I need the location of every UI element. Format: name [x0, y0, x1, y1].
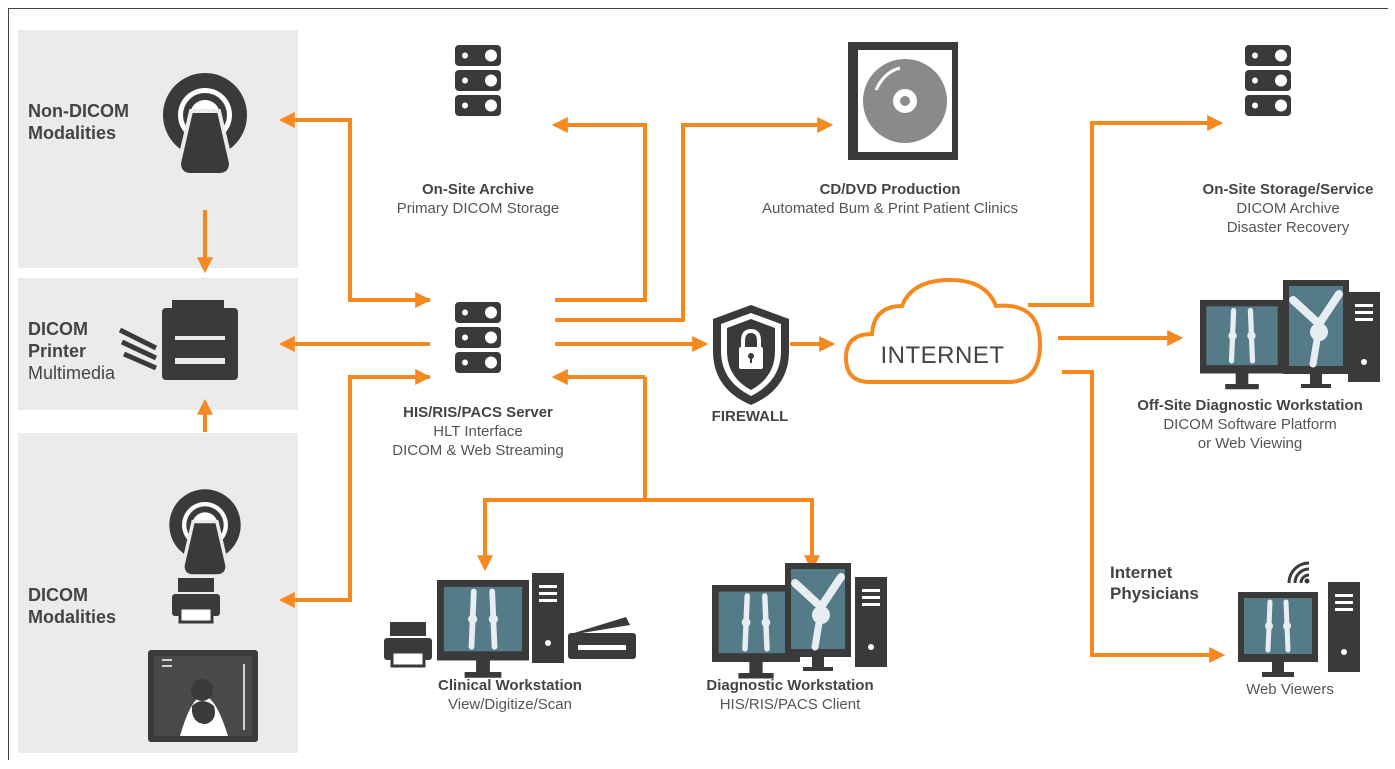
clinical-workstation-label: Clinical Workstation View/Digitize/Scan: [400, 676, 620, 714]
workstation-icon: [1328, 582, 1360, 672]
cd-dvd-label: CD/DVD Production Automated Bum & Print …: [730, 180, 1050, 218]
dicom-printer-line1: DICOM: [28, 319, 88, 339]
dicom-modalities-line2: Modalities: [28, 607, 117, 627]
workstation-icon: [855, 577, 887, 667]
dicom-modalities-label: DICOM Modalities: [28, 584, 116, 628]
server-icon: [1245, 45, 1291, 116]
diagnostic-workstation-label: Diagnostic Workstation HIS/RIS/PACS Clie…: [680, 676, 900, 714]
onsite-storage-label: On-Site Storage/Service DICOM Archive Di…: [1183, 180, 1393, 237]
onsite-archive-sub: Primary DICOM Storage: [396, 200, 560, 217]
cd-dvd-sub: Automated Bum & Print Patient Clinics: [762, 200, 1018, 217]
printer-icon: [118, 300, 238, 380]
non-dicom-panel: [18, 30, 298, 268]
internet-label: INTERNET: [880, 342, 1005, 369]
onsite-storage-title: On-Site Storage/Service: [1202, 181, 1374, 198]
workstation-icon: [1238, 592, 1318, 677]
workstation-icon: [1348, 292, 1380, 382]
diagram-frame: [8, 8, 1388, 760]
onsite-storage-line2: Disaster Recovery: [1226, 219, 1350, 236]
non-dicom-line2: Modalities: [28, 123, 117, 143]
cd-icon: [848, 42, 958, 160]
onsite-storage-line1: DICOM Archive: [1236, 200, 1340, 217]
dicom-printer-label: DICOM Printer Multimedia: [28, 318, 115, 384]
offsite-workstation-title: Off-Site Diagnostic Workstation: [1137, 397, 1363, 414]
offsite-workstation-label: Off-Site Diagnostic Workstation DICOM So…: [1105, 396, 1395, 453]
non-dicom-label: Non-DICOM Modalities: [28, 100, 129, 144]
diagnostic-workstation-title: Diagnostic Workstation: [706, 677, 874, 694]
clinical-workstation-sub: View/Digitize/Scan: [448, 696, 572, 713]
wifi-icon: [1287, 561, 1310, 584]
cd-dvd-title: CD/DVD Production: [819, 181, 961, 198]
offsite-workstation-line2: or Web Viewing: [1197, 435, 1303, 452]
workstation-icon: [1200, 300, 1284, 389]
offsite-workstation-line1: DICOM Software Platform: [1163, 416, 1337, 433]
web-viewers-sub: Web Viewers: [1246, 681, 1334, 698]
server-icon: [455, 302, 501, 373]
printer-icon: [170, 576, 222, 624]
dicom-printer-line2: Printer: [28, 341, 87, 361]
workstation-icon: [532, 573, 564, 663]
dicom-printer-sub: Multimedia: [28, 363, 116, 383]
onsite-archive-label: On-Site Archive Primary DICOM Storage: [378, 180, 578, 218]
firewall-label: FIREWALL: [690, 407, 810, 426]
internet-physicians-line1: Internet: [1110, 563, 1173, 582]
server-line1: HLT Interface: [433, 423, 523, 440]
server-label: HIS/RIS/PACS Server HLT Interface DICOM …: [373, 403, 583, 460]
web-viewers-label: Web Viewers: [1230, 680, 1350, 699]
clinical-workstation-title: Clinical Workstation: [438, 677, 582, 694]
internet-physicians-label: Internet Physicians: [1110, 562, 1220, 604]
scanner-icon: [568, 617, 636, 659]
non-dicom-line1: Non-DICOM: [28, 101, 129, 121]
workstation-icon: [1283, 280, 1349, 388]
server-title: HIS/RIS/PACS Server: [403, 404, 553, 421]
mri-scanner-icon: [167, 487, 243, 578]
cloud-icon: [843, 277, 1043, 384]
workstation-icon: [785, 563, 851, 671]
dicom-modalities-line1: DICOM: [28, 585, 88, 605]
firewall-title: FIREWALL: [711, 408, 789, 425]
connector-arrows: [197, 112, 1226, 663]
server-icon: [455, 45, 501, 116]
printer-icon: [382, 620, 434, 668]
printer-panel: [18, 278, 298, 410]
onsite-archive-title: On-Site Archive: [422, 181, 534, 198]
workstation-icon: [437, 580, 529, 678]
ultrasound-icon: [148, 650, 258, 742]
mri-scanner-icon: [161, 71, 249, 177]
internet-physicians-line2: Physicians: [1110, 584, 1199, 603]
server-line2: DICOM & Web Streaming: [392, 442, 564, 459]
diagnostic-workstation-sub: HIS/RIS/PACS Client: [719, 696, 861, 713]
shield-lock-icon: [713, 305, 789, 405]
